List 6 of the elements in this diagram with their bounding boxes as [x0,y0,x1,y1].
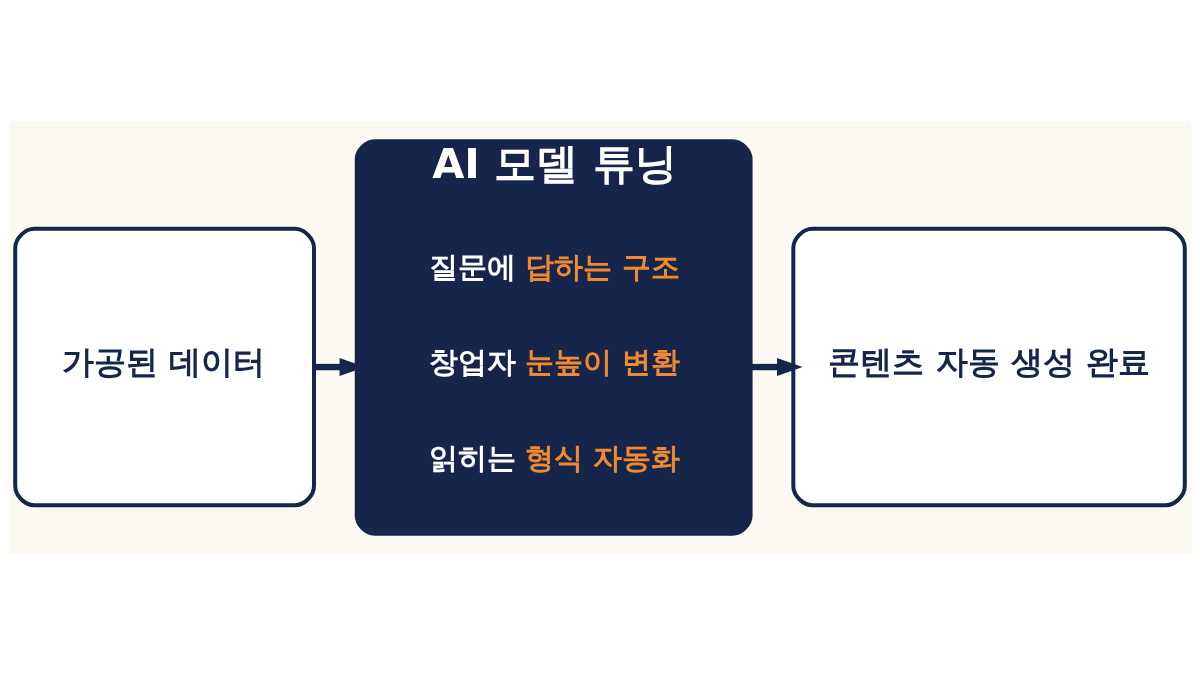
node-box: 콘텐츠 자동 생성 완료 [791,226,1187,508]
node-box: 가공된 데이터 [13,226,316,508]
node-text: 창업자 눈높이 변환 [429,345,680,380]
node-text: 질문에 답하는 구조 [429,249,680,284]
arrow [751,358,803,377]
node-text: 읽히는 형식 자동화 [429,441,680,476]
